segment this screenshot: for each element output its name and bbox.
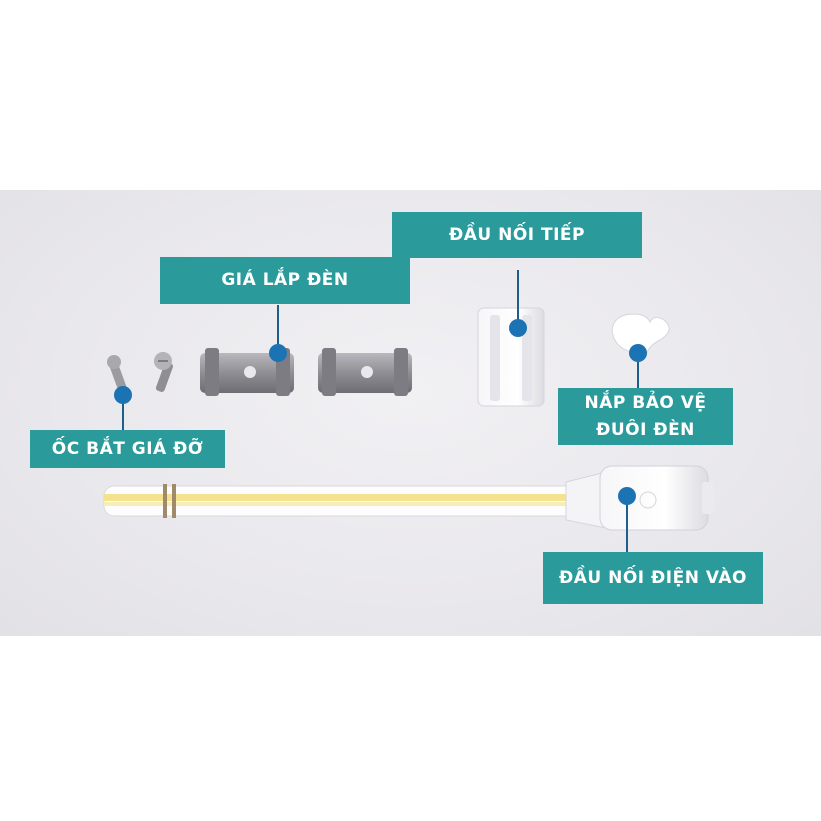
label-gia-lap-den: GIÁ LẮP ĐÈN [160,257,410,304]
screw-right [154,352,173,392]
marker-dot-power-connector [618,487,636,505]
product-illustration [103,270,714,552]
marker-dot-bracket [269,344,287,362]
series-connector [477,307,545,407]
product-photo: ĐẦU NỐI TIẾP GIÁ LẮP ĐÈN ỐC BẮT GIÁ ĐỠ N… [0,190,821,636]
marker-dot-screw [114,386,132,404]
bracket-right [318,348,412,396]
label-dau-noi-tiep: ĐẦU NỐI TIẾP [392,212,642,258]
power-cable [103,484,575,518]
label-nap-bao-ve-duoi-den: NẮP BẢO VỆ ĐUÔI ĐÈN [558,388,733,445]
marker-dots [114,319,647,505]
marker-dot-end-cap [629,344,647,362]
label-dau-noi-dien-vao: ĐẦU NỐI ĐIỆN VÀO [543,552,763,604]
marker-dot-series-connector [509,319,527,337]
label-oc-bat-gia-do: ỐC BẮT GIÁ ĐỠ [30,430,225,468]
power-connector-plug [565,465,714,531]
